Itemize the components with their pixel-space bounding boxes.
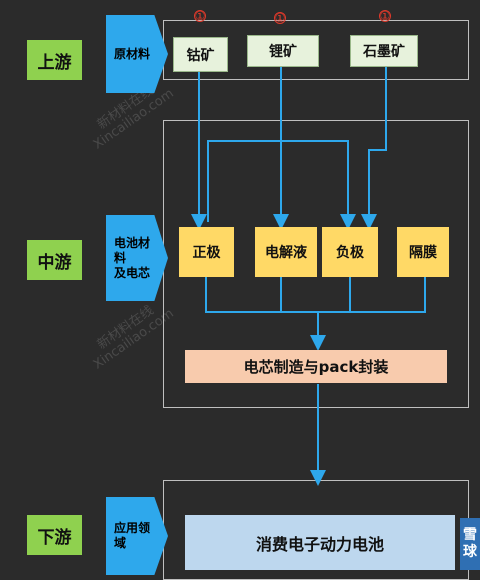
- marker-lithium: ①: [274, 11, 286, 25]
- arrow-application: 应用领域: [106, 497, 168, 575]
- line-graphite-anode: [361, 67, 387, 230]
- stage-midstream: 中游: [27, 240, 82, 280]
- stage-upstream: 上游: [27, 40, 82, 80]
- mineral-lithium: 锂矿: [247, 35, 319, 67]
- marker-cobalt: ①: [194, 9, 206, 23]
- product-consumer-ev-battery: 消费电子动力电池: [185, 515, 455, 570]
- arrow-battery-materials: 电池材料 及电芯: [106, 215, 168, 301]
- component-cathode: 正极: [179, 227, 234, 277]
- arrow-raw-materials-label: 原材料: [114, 46, 151, 61]
- arrow-battery-materials-line1: 电池材料: [114, 235, 151, 265]
- component-separator: 隔膜: [397, 227, 449, 277]
- line-components-merge: [205, 277, 426, 313]
- arrow-battery-materials-line2: 及电芯: [114, 265, 151, 280]
- mineral-cobalt: 钴矿: [173, 37, 228, 72]
- corner-badge-line1: 雪: [463, 527, 477, 543]
- line-lithium-branch: [207, 140, 349, 222]
- marker-graphite: ①: [379, 9, 391, 23]
- arrow-application-label: 应用领域: [114, 521, 151, 550]
- corner-badge-line2: 球: [463, 544, 477, 560]
- stage-downstream: 下游: [27, 515, 82, 555]
- line-lithium-branch-arrows: [207, 212, 348, 222]
- cell-manufacturing: 电芯制造与pack封装: [185, 350, 447, 383]
- arrow-raw-materials: 原材料: [106, 15, 168, 93]
- mineral-graphite: 石墨矿: [350, 35, 418, 67]
- component-anode: 负极: [322, 227, 378, 277]
- arrow-battery-materials-label: 电池材料 及电芯: [114, 236, 154, 281]
- corner-badge: 雪 球: [460, 518, 480, 570]
- component-electrolyte: 电解液: [255, 227, 317, 277]
